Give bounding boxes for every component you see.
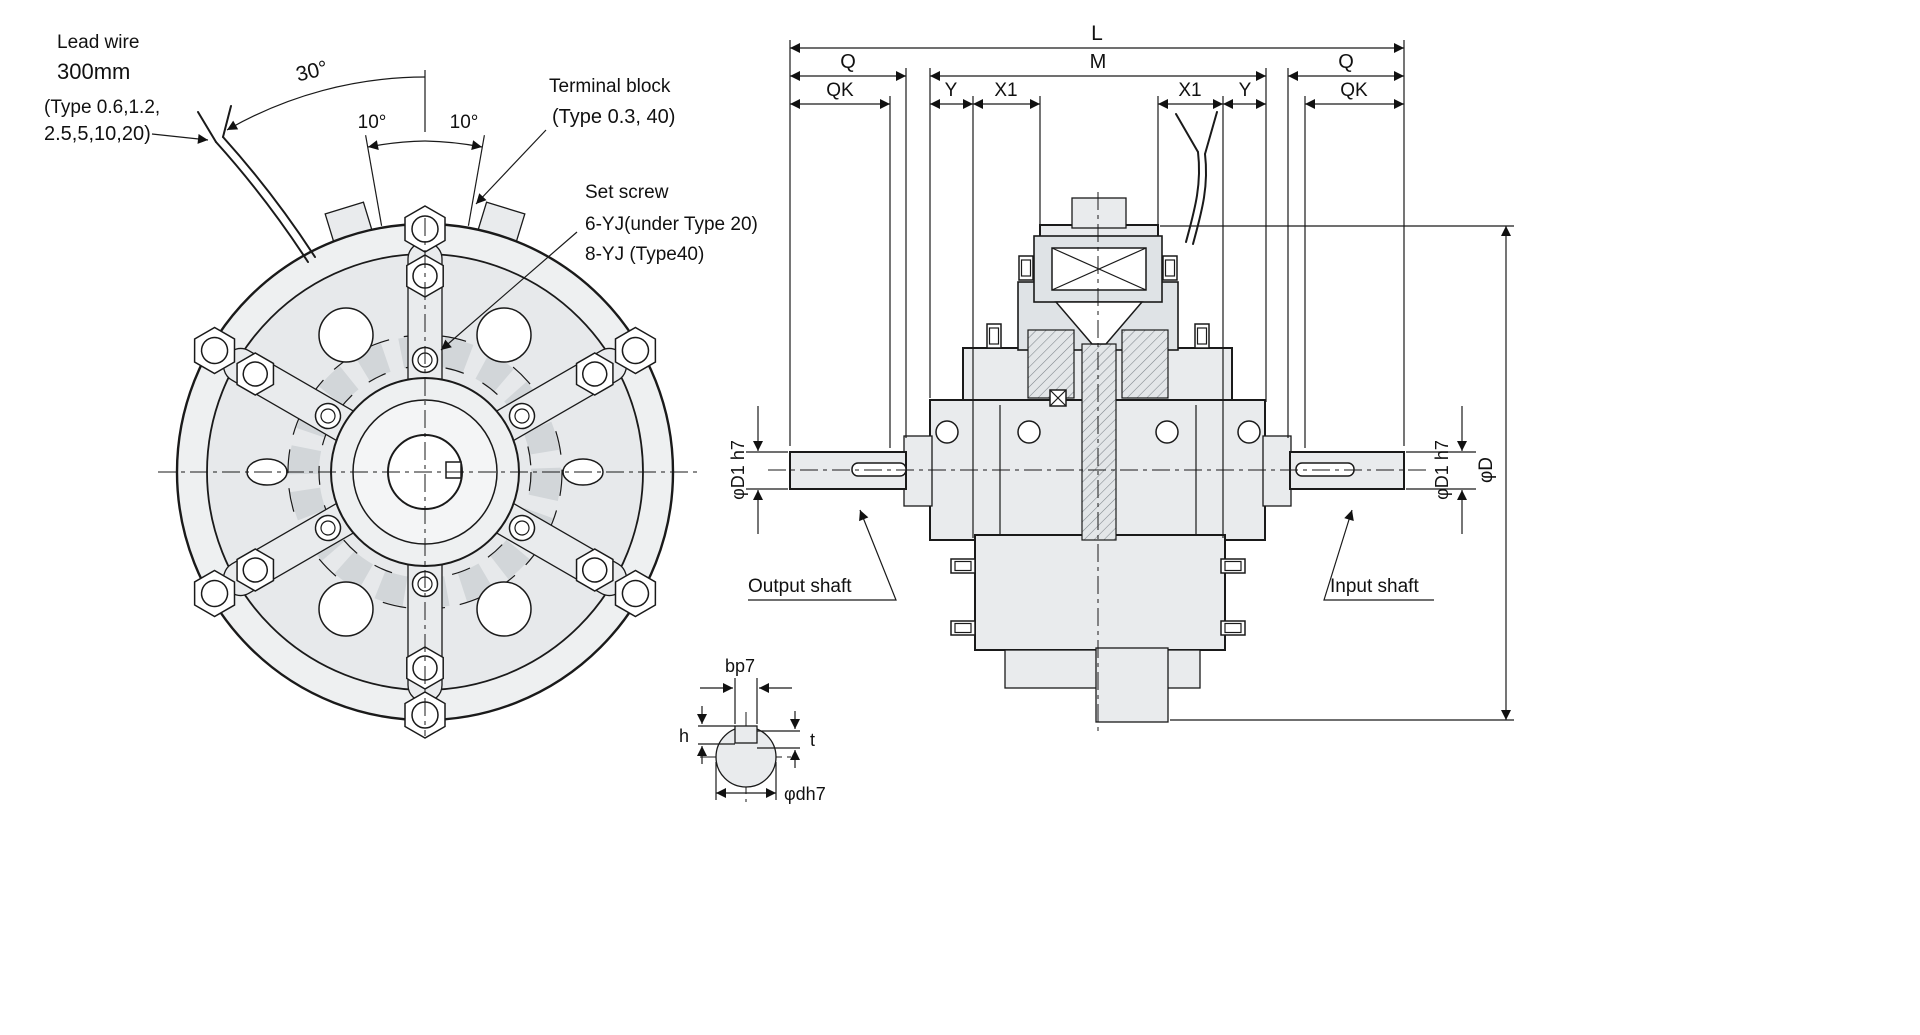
input-shaft-leader xyxy=(1323,509,1434,601)
dim-h-label: h xyxy=(679,726,689,746)
dim-h-lines xyxy=(697,706,735,764)
angle-arcs xyxy=(226,76,483,151)
dim-t-label: t xyxy=(810,730,815,750)
set-screw-leader xyxy=(440,231,578,351)
dim-phiD: φD xyxy=(1476,457,1497,483)
bearing-bolt-heads xyxy=(935,420,1261,444)
key-detail: bp7 h t φdh7 xyxy=(679,656,826,804)
dim-b-label: bp7 xyxy=(725,656,755,676)
angle-10-left-label: 10° xyxy=(358,112,387,133)
terminal-block-label-line1: Terminal block xyxy=(549,76,671,97)
lead-wire-label-line3: (Type 0.6,1.2, xyxy=(44,97,160,118)
dim-QK-right: QK xyxy=(1340,80,1368,101)
section-lead-wire xyxy=(1175,111,1218,245)
set-screw-label-line1: Set screw xyxy=(585,182,669,203)
extension-lines xyxy=(746,40,1514,721)
dim-L: L xyxy=(1091,22,1103,45)
flange-holes xyxy=(246,307,604,637)
dimension-lines xyxy=(753,43,1511,720)
angle-30-label: 30° xyxy=(294,57,330,87)
dim-QK-left: QK xyxy=(826,80,854,101)
dim-Y-right: Y xyxy=(1239,80,1252,101)
input-shaft-label: Input shaft xyxy=(1330,576,1419,597)
dim-X1-left: X1 xyxy=(994,80,1017,101)
key-notch xyxy=(734,725,758,744)
dim-t-lines xyxy=(757,711,800,768)
funnel-detail xyxy=(1054,301,1144,345)
dim-d-label: φdh7 xyxy=(784,784,826,804)
lead-wire xyxy=(197,105,316,263)
dim-Q-left: Q xyxy=(840,51,856,73)
dim-M: M xyxy=(1090,51,1107,73)
dim-phiD1-left: φD1 h7 xyxy=(728,440,748,500)
terminal-block-label-line2: (Type 0.3, 40) xyxy=(552,106,675,128)
keyway-notch xyxy=(445,461,462,479)
output-shaft-label: Output shaft xyxy=(748,576,852,597)
output-shaft-leader xyxy=(748,509,897,601)
lead-wire-leader xyxy=(151,133,209,144)
dim-d-lines xyxy=(715,762,777,800)
angle-guide-lines xyxy=(365,70,485,226)
dim-phiD1-right: φD1 h7 xyxy=(1432,440,1452,500)
bearing-lock-square xyxy=(1049,389,1067,407)
lead-wire-label-line1: Lead wire xyxy=(57,32,139,53)
terminal-block-leader xyxy=(475,129,547,205)
section-view: L Q M Q QK Y X1 X1 Y QK φD1 h7 φD1 h7 φD… xyxy=(728,22,1514,732)
lead-wire-label-line2: 300mm xyxy=(57,59,130,84)
front-view: Lead wire 300mm (Type 0.6,1.2, 2.5,5,10,… xyxy=(44,32,758,739)
dim-Y-left: Y xyxy=(945,80,958,101)
dim-Q-right: Q xyxy=(1338,51,1354,73)
section-hatched-parts xyxy=(1027,329,1169,541)
angle-10-right-label: 10° xyxy=(450,112,479,133)
set-screw-label-line2: 6-YJ(under Type 20) xyxy=(585,214,758,235)
dim-b-lines xyxy=(700,678,792,724)
dim-X1-right: X1 xyxy=(1178,80,1201,101)
set-screw-label-line3: 8-YJ (Type40) xyxy=(585,244,704,265)
lead-wire-label-line4: 2.5,5,10,20) xyxy=(44,123,151,145)
